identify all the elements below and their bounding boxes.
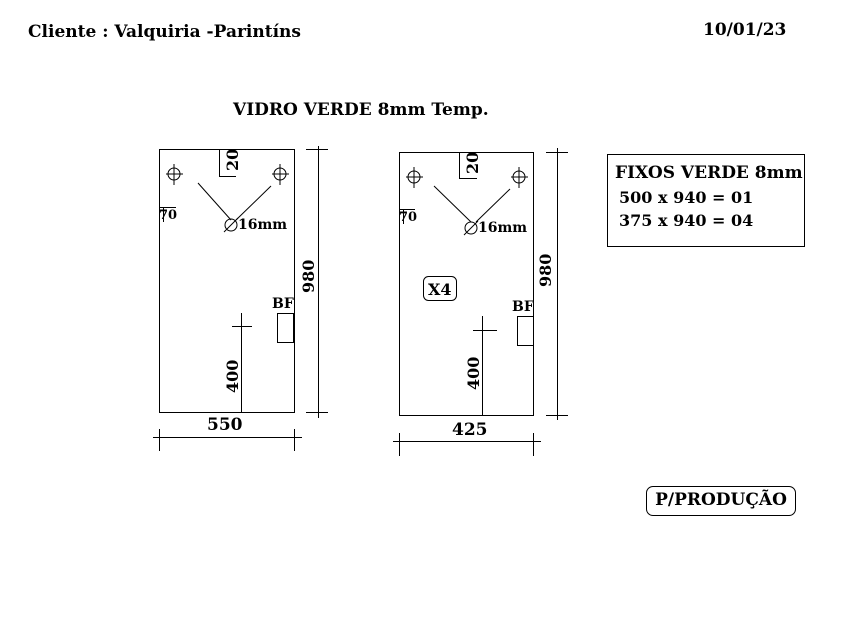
panel-a-bf-box (277, 313, 294, 343)
panel-a-diameter-symbol (224, 218, 238, 232)
panel-a-dim-400: 400 (223, 360, 242, 393)
fixos-title: FIXOS VERDE 8mm (615, 163, 803, 183)
panel-b-bf-label: BF (512, 299, 534, 315)
fixos-line: 500 x 940 = 01 (619, 188, 754, 207)
panel-a-bf-label: BF (272, 296, 294, 312)
production-stamp: P/PRODUÇÃO (646, 486, 796, 516)
panel-a-dim-20: 20 (223, 149, 242, 171)
drawing-title: VIDRO VERDE 8mm Temp. (233, 100, 489, 120)
date: 10/01/23 (703, 20, 787, 40)
panel-a-hole-right (272, 164, 289, 185)
panel-b-dim-20: 20 (463, 152, 482, 174)
panel-b-bf-box (517, 316, 534, 346)
panel-a-hole-diameter: 16mm (238, 217, 287, 233)
panel-b-quantity-label: X4 (428, 280, 452, 299)
panel-b-dim-980: 980 (536, 254, 555, 287)
panel-b-outline (399, 152, 534, 416)
panel-b-dim-425: 425 (452, 420, 488, 440)
panel-b-hole-diameter: 16mm (478, 220, 527, 236)
fixos-line: 375 x 940 = 04 (619, 211, 754, 230)
panel-a-dim-550: 550 (207, 415, 243, 435)
fixos-summary-box: FIXOS VERDE 8mm 500 x 940 = 01 375 x 940… (607, 154, 805, 247)
panel-b-diameter-symbol (464, 221, 478, 235)
panel-a-hole-left (166, 164, 183, 185)
panel-a-dim-980: 980 (299, 260, 318, 293)
panel-a-outline (159, 149, 295, 413)
client-name: Cliente : Valquiria -Parintíns (28, 22, 301, 42)
panel-b-hole-right (511, 167, 528, 188)
panel-b-dim-400: 400 (464, 357, 483, 390)
panel-b-dim-70: 70 (399, 210, 417, 225)
panel-b-quantity-badge (423, 276, 457, 301)
panel-b-hole-left (406, 167, 423, 188)
panel-a-dim-70: 70 (159, 208, 177, 223)
